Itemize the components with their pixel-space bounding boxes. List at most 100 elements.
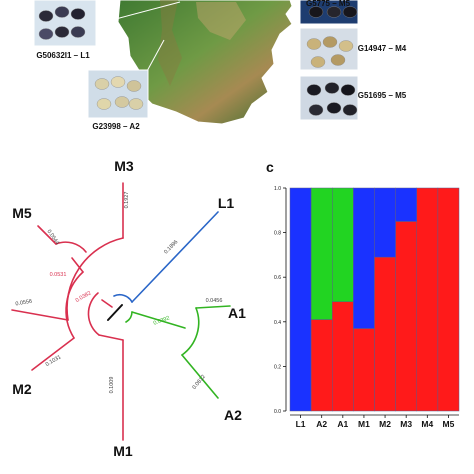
y-tick-label: 0.6 — [274, 275, 281, 281]
seed-icon — [110, 76, 126, 88]
photo-frame — [299, 27, 359, 71]
x-tick-label-m3: M3 — [400, 419, 412, 429]
branch-length-label: 0.1031 — [45, 354, 63, 368]
map-panel: G50632I1 – L1 G23998 – A2 G5775 – M5 G14947… — [33, 0, 407, 131]
bar-segment-m4-s0 — [416, 187, 439, 412]
accession-caption: G23998 – A2 — [92, 122, 140, 131]
branch-m-arc-inner — [87, 292, 100, 336]
bar-segment-a1-s0 — [332, 301, 354, 412]
branch-a2 — [181, 354, 219, 399]
branch-m-arc-outer — [66, 237, 124, 321]
seed-photo-m5b: G51695 – M5 — [299, 75, 407, 121]
branch-length-label: 0.1009 — [109, 377, 115, 394]
seed-photo-l1: G50632I1 – L1 — [33, 0, 97, 60]
tip-label-l1: L1 — [218, 195, 235, 211]
seed-icon — [308, 6, 324, 18]
branch-a-stem — [131, 311, 186, 329]
seed-icon — [338, 40, 354, 52]
branch-m-arc-mid — [65, 271, 84, 339]
seed-icon — [38, 28, 54, 40]
seed-icon — [38, 10, 54, 22]
seed-icon — [308, 104, 324, 116]
seed-icon — [54, 26, 70, 38]
bar-segment-m2-s2 — [374, 187, 396, 258]
x-tick-label-a2: A2 — [316, 419, 327, 429]
x-tick-label-m1: M1 — [358, 419, 370, 429]
branch-l1-arc — [113, 293, 133, 303]
branch-a-node-arc — [181, 307, 200, 356]
seed-icon — [310, 56, 326, 68]
tip-label-m5: M5 — [12, 205, 32, 221]
tip-label-a1: A1 — [228, 305, 246, 321]
seed-icon — [306, 38, 322, 50]
branch-m-clade-stem — [101, 299, 113, 308]
seed-icon — [326, 6, 342, 18]
bar-segment-m1-s2 — [353, 187, 375, 329]
map-relief — [158, 0, 182, 86]
bar-segment-m3-s2 — [395, 187, 417, 222]
branch-l1 — [131, 211, 219, 303]
seed-icon — [324, 82, 340, 94]
pointer-line-l1 — [111, 1, 181, 21]
branch-length-label: 0.0392 — [153, 315, 171, 326]
branch-length-label: 0.0456 — [206, 298, 223, 304]
seed-icon — [54, 6, 70, 18]
panel-letter-c: c — [266, 159, 274, 175]
seed-photo-m4: G14947 – M4 — [299, 27, 407, 71]
bar-segment-l1-s2 — [289, 187, 312, 412]
branch-length-label: 0.1896 — [163, 239, 179, 255]
seed-icon — [94, 78, 110, 90]
seed-icon — [70, 8, 86, 20]
branch-a-arc — [125, 311, 133, 323]
seed-icon — [96, 98, 112, 110]
bar-segment-m2-s0 — [374, 256, 396, 412]
seed-icon — [114, 96, 130, 108]
y-tick-label: 0.8 — [274, 231, 281, 237]
accession-caption: G50632I1 – L1 — [36, 51, 90, 60]
bar-segment-a2-s0 — [310, 319, 333, 412]
bar-segment-a1-s1 — [332, 187, 354, 302]
accession-caption: G51695 – M5 — [358, 91, 407, 100]
seed-photo-m5a: G5775 – M5 — [299, 0, 359, 25]
branch-m1-join — [98, 334, 124, 341]
seed-icon — [342, 104, 358, 116]
branch-m2 — [31, 337, 75, 371]
y-tick-label: 1.0 — [274, 186, 281, 192]
x-tick-label-m2: M2 — [379, 419, 391, 429]
branch-length-label: 0.0544 — [46, 229, 61, 246]
bar-segment-a2-s1 — [310, 187, 333, 320]
branch-length-label: 0.1927 — [124, 192, 130, 209]
y-tick-label: 0.0 — [274, 409, 281, 415]
branch-m5-stem — [71, 257, 84, 273]
branch-a1 — [195, 305, 231, 309]
x-tick-label-a1: A1 — [337, 419, 348, 429]
x-tick-label-m4: M4 — [421, 419, 433, 429]
branch-length-label: 0.0556 — [15, 299, 33, 308]
seed-icon — [306, 84, 322, 96]
tree-root — [107, 304, 123, 321]
branch-length-label: 0.0382 — [75, 290, 93, 304]
seed-icon — [128, 98, 144, 110]
tip-label-m3: M3 — [114, 158, 134, 174]
bar-segment-m5-s0 — [437, 187, 460, 412]
map-highland — [196, 2, 246, 40]
bar-segment-m3-s0 — [395, 221, 417, 412]
x-tick-label-l1: L1 — [296, 419, 306, 429]
tip-label-m2: M2 — [12, 381, 32, 397]
branch-unnamed-tip — [11, 309, 69, 321]
tip-label-a2: A2 — [224, 407, 242, 423]
y-tick-label: 0.4 — [274, 320, 281, 326]
bar-segment-m1-s0 — [353, 328, 375, 412]
branch-length-label: 0.0531 — [50, 272, 67, 278]
seed-icon — [126, 80, 142, 92]
accession-caption: G5775 – M5 — [306, 0, 351, 8]
x-tick-label-m5: M5 — [443, 419, 455, 429]
radial-tree — [11, 182, 231, 441]
seed-icon — [330, 54, 346, 66]
seed-photo-a2: G23998 – A2 — [87, 69, 149, 131]
colombia-map — [117, 0, 293, 125]
seed-icon — [70, 26, 86, 38]
tip-label-m1: M1 — [113, 443, 133, 459]
